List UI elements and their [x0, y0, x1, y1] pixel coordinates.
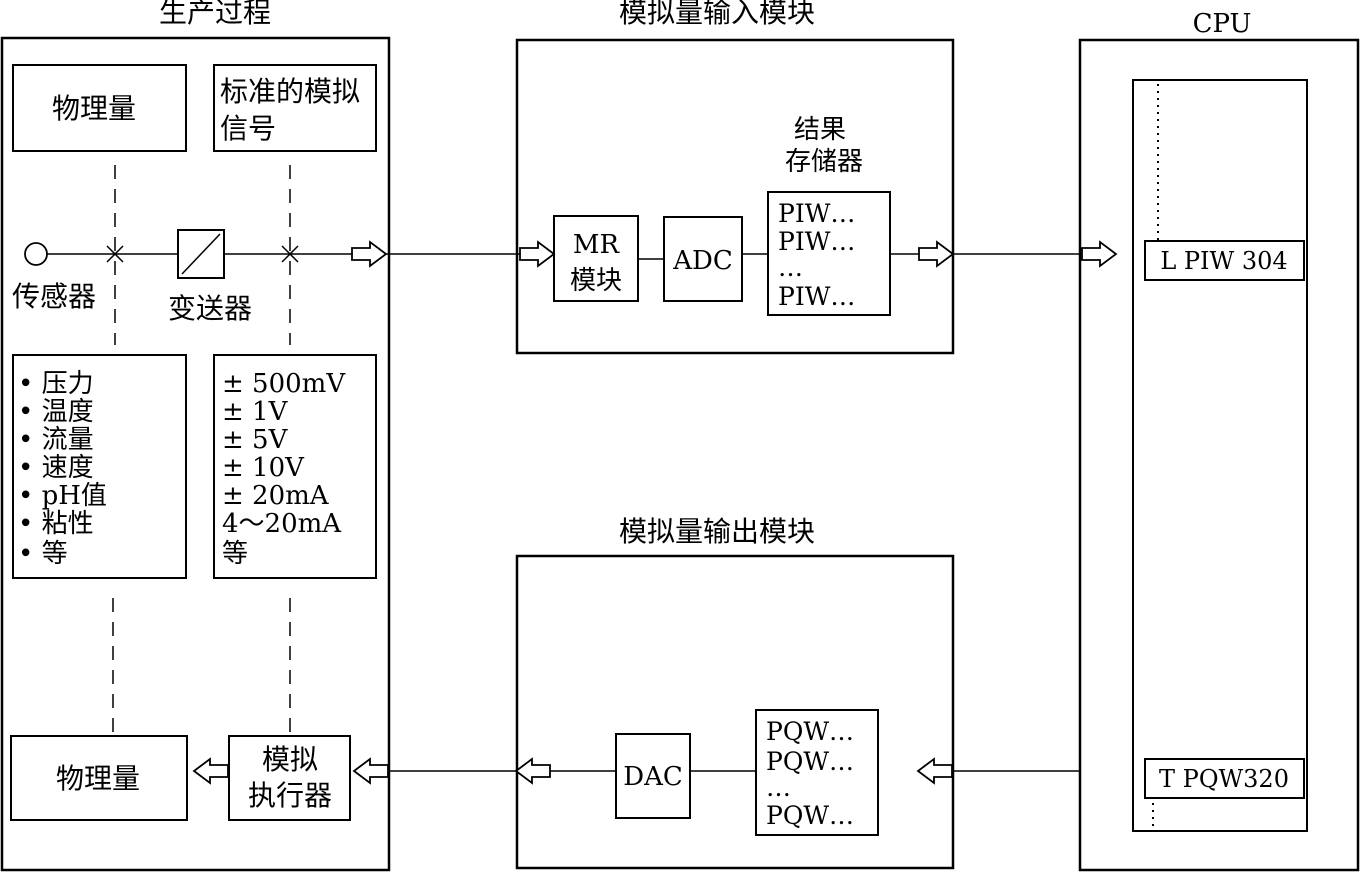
transmitter-diagonal [181, 233, 221, 275]
load-instruction-box [1144, 240, 1305, 281]
signal-item: ± 500mV [222, 369, 346, 399]
actuator-box [228, 735, 351, 821]
result-memory-line1: 结果 [794, 115, 846, 145]
signal-item: ± 5V [222, 425, 289, 455]
result-memory-box [767, 191, 891, 316]
mr-module-line1: MR [573, 230, 621, 260]
standard-signal-box [213, 64, 377, 152]
arrow-right-icon [519, 240, 556, 268]
quantities-list: • 压力 • 温度 • 流量 • 速度 • pH值 • 粘性 • 等 [18, 369, 107, 569]
ai-module-title: 模拟量输入模块 [619, 0, 815, 29]
physical-quantity-label-bottom: 物理量 [56, 762, 140, 795]
sensor-label: 传感器 [12, 280, 96, 313]
mr-module-line2: 模块 [570, 266, 622, 296]
quantities-box [12, 354, 187, 579]
quantity-item: • 压力 [18, 369, 94, 399]
transmitter-label: 变送器 [168, 292, 252, 325]
sensor-icon [24, 242, 48, 266]
arrow-right-icon [918, 240, 955, 268]
cpu-title: CPU [1193, 9, 1252, 39]
quantity-item: • 粘性 [18, 509, 94, 539]
signal-item: 等 [222, 539, 248, 569]
arrow-right-icon [351, 240, 388, 268]
ao-module-title: 模拟量输出模块 [619, 515, 815, 548]
piw-item: PIW… [778, 282, 855, 311]
cpu-program-area [1132, 79, 1308, 832]
transfer-instruction-box [1144, 758, 1305, 799]
pqw-list: PQW… PQW… … PQW… [766, 717, 854, 830]
piw-item: PIW… [778, 227, 855, 256]
production-title: 生产过程 [159, 0, 271, 29]
piw-list: PIW… PIW… … PIW… [778, 199, 855, 311]
pqw-item: PQW… [766, 717, 854, 746]
arrow-left-icon [192, 757, 229, 785]
piw-item: … [778, 253, 803, 282]
output-memory-box [755, 709, 879, 836]
piw-item: PIW… [778, 199, 855, 228]
quantity-item: • 流量 [18, 425, 94, 455]
actuator-line1: 模拟 [262, 743, 318, 776]
physical-quantity-box-bottom [10, 735, 188, 821]
dac-box [615, 733, 691, 819]
pqw-item: PQW… [766, 747, 854, 776]
signals-list: ± 500mV ± 1V ± 5V ± 10V ± 20mA 4～20mA 等 [222, 369, 346, 569]
arrow-left-icon [352, 757, 389, 785]
pqw-item: PQW… [766, 801, 854, 830]
ao-module-frame [515, 554, 955, 870]
signal-item: 4～20mA [222, 509, 342, 539]
standard-signal-line2: 信号 [220, 112, 276, 145]
physical-quantity-label-top: 物理量 [52, 92, 136, 125]
arrow-right-icon [1081, 240, 1118, 268]
arrow-left-icon [916, 757, 953, 785]
pqw-item: … [766, 773, 791, 802]
quantity-item: • 温度 [18, 397, 94, 427]
signal-item: ± 20mA [222, 481, 330, 511]
adc-label: ADC [672, 246, 733, 276]
physical-quantity-box-top [12, 64, 187, 152]
arrow-left-icon [514, 757, 551, 785]
signal-item: ± 1V [222, 397, 289, 427]
transfer-instruction-label: T PQW320 [1159, 765, 1289, 793]
quantity-item: • 等 [18, 539, 68, 569]
quantity-item: • 速度 [18, 453, 94, 483]
quantity-item: • pH值 [18, 481, 107, 511]
signals-box [213, 354, 377, 579]
dac-label: DAC [623, 762, 683, 792]
mr-module-box [553, 215, 639, 302]
actuator-line2: 执行器 [248, 779, 332, 812]
standard-signal-line1: 标准的模拟 [220, 75, 360, 108]
signal-item: ± 10V [222, 453, 305, 483]
load-instruction-label: L PIW 304 [1160, 247, 1287, 275]
result-memory-line2: 存储器 [785, 147, 863, 177]
adc-box [663, 216, 743, 302]
